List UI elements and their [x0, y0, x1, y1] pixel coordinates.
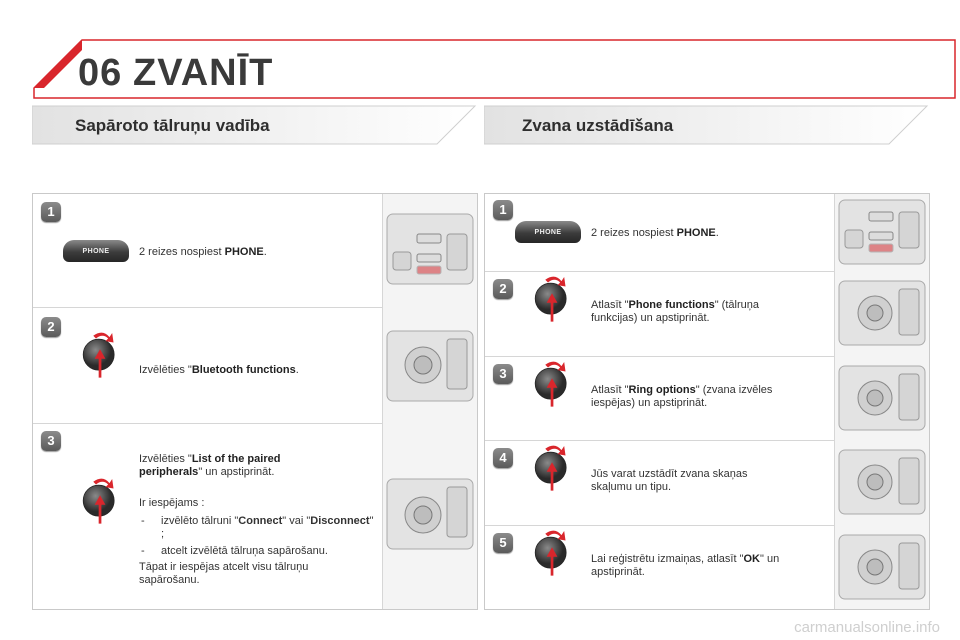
step-badge: 1: [41, 202, 61, 222]
right-step-5: 5 Lai reģistrētu izmaiņas, atlasīt "OK" …: [485, 525, 929, 609]
right-step-1: 1 PHONE 2 reizes nospiest PHONE.: [485, 194, 929, 272]
console-thumbnail: [382, 307, 477, 423]
left-section-title: Sapāroto tālruņu vadība: [75, 116, 270, 135]
step-badge: 3: [493, 364, 513, 384]
step-text: Izvēlēties "Bluetooth functions.: [139, 364, 299, 376]
rotary-knob-icon: [534, 276, 567, 322]
rotary-knob-icon: [82, 332, 115, 378]
watermark: carmanualsonline.info: [794, 619, 940, 636]
console-thumbnail: [382, 194, 477, 307]
right-section-title: Zvana uzstādīšana: [522, 116, 674, 135]
chapter-header-frame: [33, 39, 956, 99]
phone-button: PHONE: [63, 240, 129, 262]
right-step-4: 4 Jūs varat uzstādīt zvana skaņas skaļum…: [485, 440, 929, 526]
rotary-knob-icon: [82, 478, 115, 524]
console-thumbnail: [834, 440, 929, 525]
step-badge: 3: [41, 431, 61, 451]
right-steps-panel: 1 PHONE 2 reizes nospiest PHONE. 2 Atlas: [484, 193, 930, 610]
console-thumbnail: [834, 194, 929, 271]
step-text: Jūs varat uzstādīt zvana skaņas skaļumu …: [591, 468, 748, 493]
step-text: 2 reizes nospiest PHONE.: [139, 246, 267, 258]
list-item: - izvēlēto tālruni "Connect" vai "Discon…: [141, 515, 374, 540]
left-step-2: 2 Izvēlēties "Bluetooth functions.: [33, 307, 477, 424]
options-list: - izvēlēto tālruni "Connect" vai "Discon…: [139, 515, 379, 562]
step-text: Atlasīt "Ring options" (zvana izvēles ie…: [591, 384, 773, 409]
step-badge: 1: [493, 200, 513, 220]
step-badge: 4: [493, 448, 513, 468]
step-text: Lai reģistrētu izmaiņas, atlasīt "OK" un…: [591, 553, 780, 578]
left-steps-panel: 1 PHONE 2 reizes nospiest PHONE. 2 Izvēl: [32, 193, 478, 610]
step-text: 2 reizes nospiest PHONE.: [591, 227, 719, 239]
console-thumbnail: [834, 271, 929, 356]
left-title-band: [32, 105, 477, 145]
console-thumbnail: [834, 525, 929, 609]
right-step-2: 2 Atlasīt "Phone functions" (tālruņa fun…: [485, 271, 929, 357]
right-title-band: [484, 105, 929, 145]
right-step-3: 3 Atlasīt "Ring options" (zvana izvēles …: [485, 356, 929, 441]
step-text: Atlasīt "Phone functions" (tālruņa funkc…: [591, 299, 759, 324]
left-step-3: 3 Izvēlēties "List of the paired periphe…: [33, 423, 477, 609]
list-item: - atcelt izvēlētā tālruņa sapārošanu.: [141, 545, 328, 557]
step-note: Tāpat ir iespējas atcelt visu tālruņu sa…: [139, 561, 309, 586]
left-step-1: 1 PHONE 2 reizes nospiest PHONE.: [33, 194, 477, 308]
rotary-knob-icon: [534, 361, 567, 407]
rotary-knob-icon: [534, 530, 567, 576]
step-badge: 5: [493, 533, 513, 553]
step-badge: 2: [41, 317, 61, 337]
console-thumbnail: [834, 356, 929, 440]
phone-button: PHONE: [515, 221, 581, 243]
step-badge: 2: [493, 279, 513, 299]
options-intro: Ir iespējams :: [139, 497, 205, 509]
chapter-number: 06: [78, 52, 123, 94]
chapter-title: ZVANĪT: [133, 52, 274, 94]
step-text: Izvēlēties "List of the paired periphera…: [139, 453, 281, 478]
rotary-knob-icon: [534, 445, 567, 491]
console-thumbnail: [382, 423, 477, 609]
